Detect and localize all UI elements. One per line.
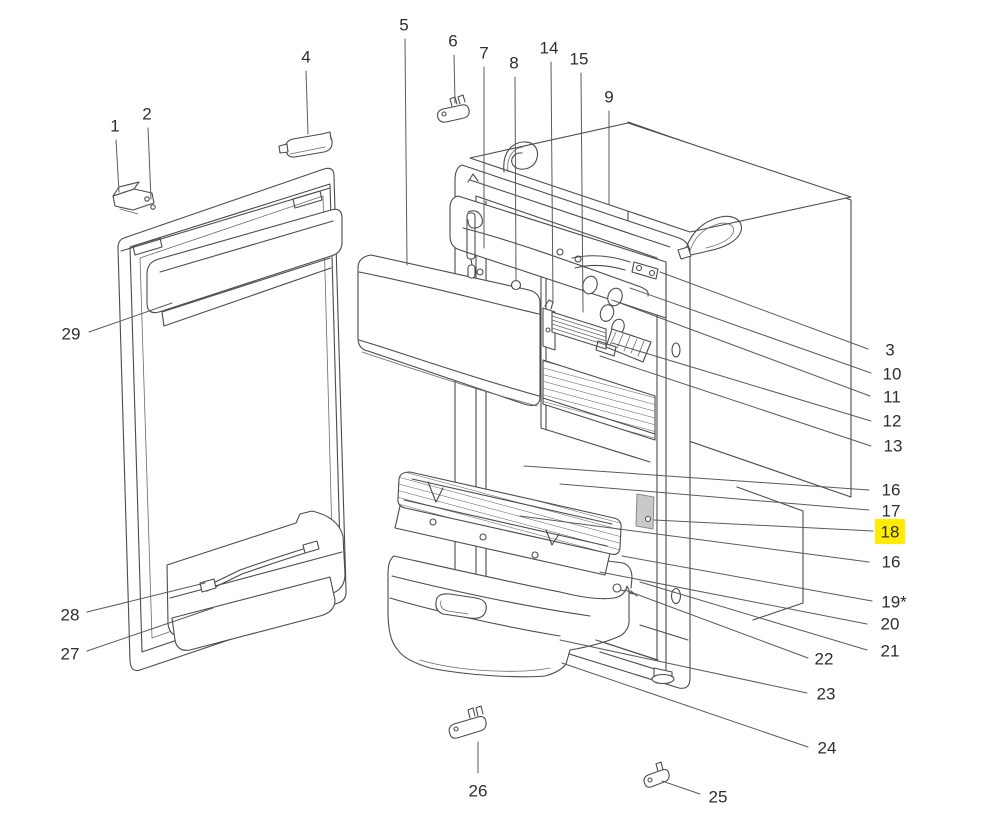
knob-part8 <box>510 279 522 291</box>
bracket-part26 <box>448 705 487 739</box>
part-label-4[interactable]: 4 <box>301 48 310 67</box>
door-shelf-panel <box>357 254 541 407</box>
gas-cord-loop <box>677 215 742 260</box>
bracket-part25 <box>643 761 670 788</box>
part-label-20[interactable]: 20 <box>881 615 900 634</box>
part-label-16b[interactable]: 16 <box>882 553 901 572</box>
part-label-29[interactable]: 29 <box>62 325 81 344</box>
part-label-11[interactable]: 11 <box>883 388 901 407</box>
part-label-22[interactable]: 22 <box>815 650 834 669</box>
hinge-bracket-part1 <box>112 181 156 215</box>
part-label-27[interactable]: 27 <box>61 645 80 664</box>
callout-labels: 1 2 4 5 6 7 8 14 15 9 29 28 27 3 10 11 1… <box>61 16 908 807</box>
part-label-9[interactable]: 9 <box>604 88 613 107</box>
cabinet-floor <box>595 624 689 685</box>
part-label-2[interactable]: 2 <box>142 105 151 124</box>
highlight-box-part18 <box>875 519 905 544</box>
part-label-28[interactable]: 28 <box>61 606 80 625</box>
part-label-3[interactable]: 3 <box>885 341 894 360</box>
part-label-12[interactable]: 12 <box>883 412 902 431</box>
part-label-18-selected[interactable]: 18 <box>881 523 900 542</box>
part-label-13[interactable]: 13 <box>884 437 903 456</box>
part-label-5[interactable]: 5 <box>399 16 408 35</box>
divider-panel <box>736 486 804 621</box>
part-label-25[interactable]: 25 <box>709 788 728 807</box>
part-label-24[interactable]: 24 <box>818 739 837 758</box>
crisper-box <box>387 517 638 678</box>
power-cord-loop <box>503 141 539 173</box>
part-label-7[interactable]: 7 <box>479 44 488 63</box>
part-label-1[interactable]: 1 <box>110 117 119 136</box>
part-label-17[interactable]: 17 <box>882 502 901 521</box>
interior-wire-shelf <box>542 359 656 441</box>
part-label-16a[interactable]: 16 <box>882 481 901 500</box>
part-label-21[interactable]: 21 <box>881 642 900 661</box>
clip-part6 <box>437 94 470 123</box>
part-label-23[interactable]: 23 <box>817 685 836 704</box>
door-handle <box>146 208 343 327</box>
part-label-10[interactable]: 10 <box>883 365 902 384</box>
exploded-wire-shelf <box>397 471 622 555</box>
part-label-6[interactable]: 6 <box>448 32 457 51</box>
flue-wedge <box>595 328 652 363</box>
hinge-cover-part4 <box>278 131 333 158</box>
light-strip-part7 <box>466 212 484 279</box>
control-housing <box>449 195 667 319</box>
leader-lines <box>86 38 874 795</box>
part-label-26[interactable]: 26 <box>469 782 488 801</box>
part-label-14[interactable]: 14 <box>540 39 559 58</box>
part-label-15[interactable]: 15 <box>570 50 589 69</box>
part-label-8[interactable]: 8 <box>509 54 518 73</box>
part-18-chip <box>635 493 655 530</box>
door-bins <box>166 510 346 651</box>
evaporator-fin-box <box>542 299 607 351</box>
part-label-19[interactable]: 19* <box>881 593 907 612</box>
thermostat-cluster <box>571 255 659 336</box>
